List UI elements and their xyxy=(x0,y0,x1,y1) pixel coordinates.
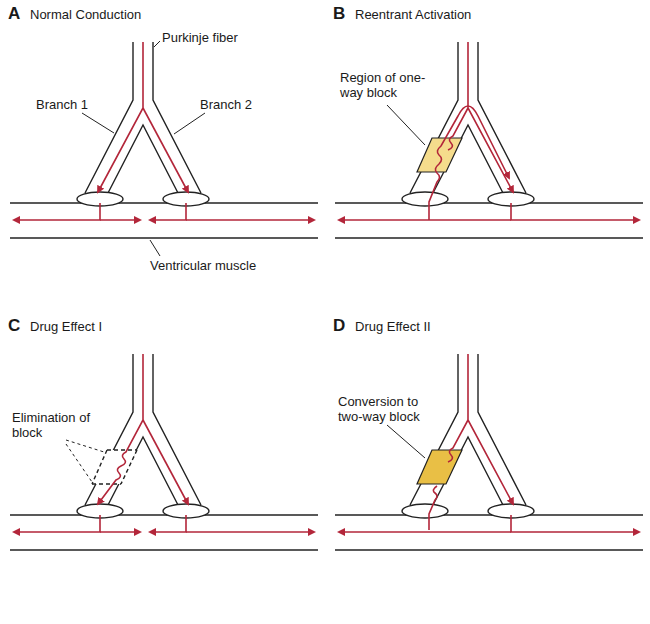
part-label: Branch 2 xyxy=(200,97,252,112)
part-label: Purkinje fiber xyxy=(162,30,238,45)
panel-letter: B xyxy=(333,4,345,23)
callout-label: Conversion to two-way block xyxy=(338,394,434,424)
panel-title: Normal Conduction xyxy=(30,7,141,22)
panel-b xyxy=(335,42,643,238)
part-label: Branch 1 xyxy=(36,97,88,112)
part-label: Ventricular muscle xyxy=(150,258,256,273)
panel-d xyxy=(335,354,643,550)
panel-letter: A xyxy=(8,4,20,23)
panel-title: Reentrant Activation xyxy=(355,7,471,22)
panel-letter: C xyxy=(8,316,20,335)
panel-title: Drug Effect I xyxy=(30,319,102,334)
panel-title: Drug Effect II xyxy=(355,319,431,334)
callout-label: Elimination of block xyxy=(12,410,94,440)
panel-a xyxy=(10,41,318,256)
panel-letter: D xyxy=(333,316,345,335)
callout-label: Region of one-way block xyxy=(340,70,436,100)
panel-c xyxy=(10,354,318,550)
